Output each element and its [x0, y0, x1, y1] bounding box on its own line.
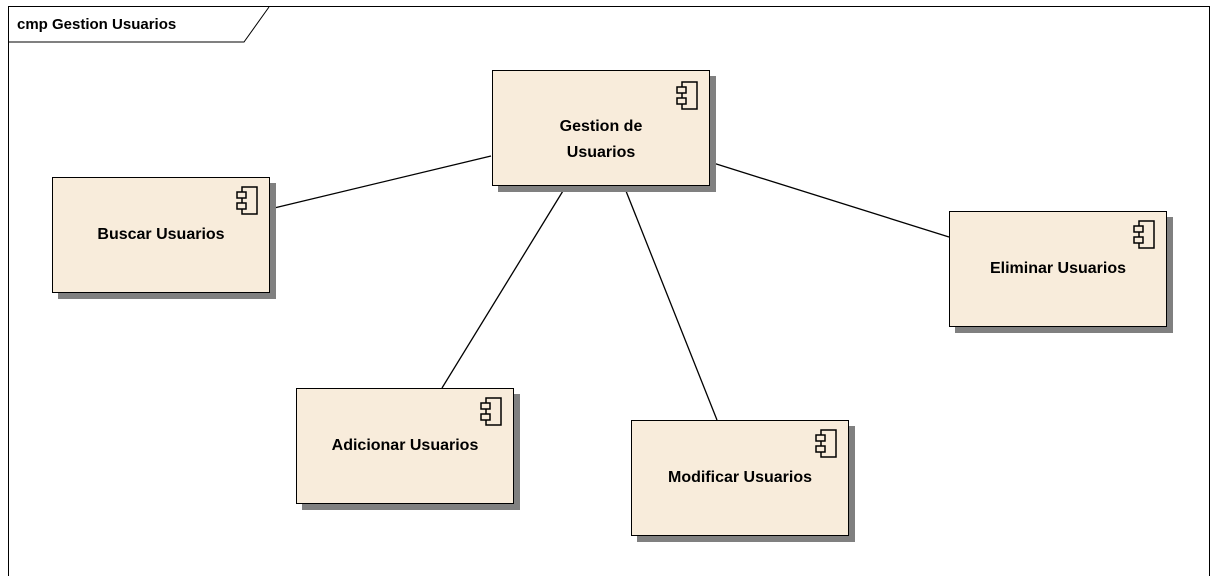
component-box: Gestion de Usuarios	[492, 70, 710, 186]
component-box: Adicionar Usuarios	[296, 388, 514, 504]
frame-name-tab	[8, 6, 270, 43]
component-box: Eliminar Usuarios	[949, 211, 1167, 327]
component-label: Adicionar Usuarios	[331, 437, 479, 454]
connector-gestion-modificar[interactable]	[623, 185, 718, 421]
component-box: Modificar Usuarios	[631, 420, 849, 536]
uml-component-icon	[480, 397, 502, 426]
component-box: Buscar Usuarios	[52, 177, 270, 293]
component-eliminar-usuarios[interactable]: Eliminar Usuarios	[949, 211, 1173, 333]
uml-component-icon	[1133, 220, 1155, 249]
component-label: Modificar Usuarios	[667, 469, 813, 486]
component-gestion-de-usuarios[interactable]: Gestion de Usuarios	[492, 70, 716, 192]
uml-component-icon	[236, 186, 258, 215]
connector-gestion-buscar[interactable]	[269, 155, 492, 210]
uml-component-icon	[815, 429, 837, 458]
uml-component-icon	[676, 81, 698, 110]
connector-gestion-adicionar[interactable]	[441, 185, 567, 389]
component-label-line2: Usuarios	[566, 144, 636, 161]
component-label: Buscar Usuarios	[97, 226, 225, 243]
component-buscar-usuarios[interactable]: Buscar Usuarios	[52, 177, 276, 299]
component-label-line1: Gestion de	[559, 118, 643, 135]
component-modificar-usuarios[interactable]: Modificar Usuarios	[631, 420, 855, 542]
connector-gestion-eliminar[interactable]	[709, 161, 950, 238]
component-adicionar-usuarios[interactable]: Adicionar Usuarios	[296, 388, 520, 510]
frame-title: cmp Gestion Usuarios	[17, 16, 177, 33]
component-label: Eliminar Usuarios	[989, 260, 1127, 277]
